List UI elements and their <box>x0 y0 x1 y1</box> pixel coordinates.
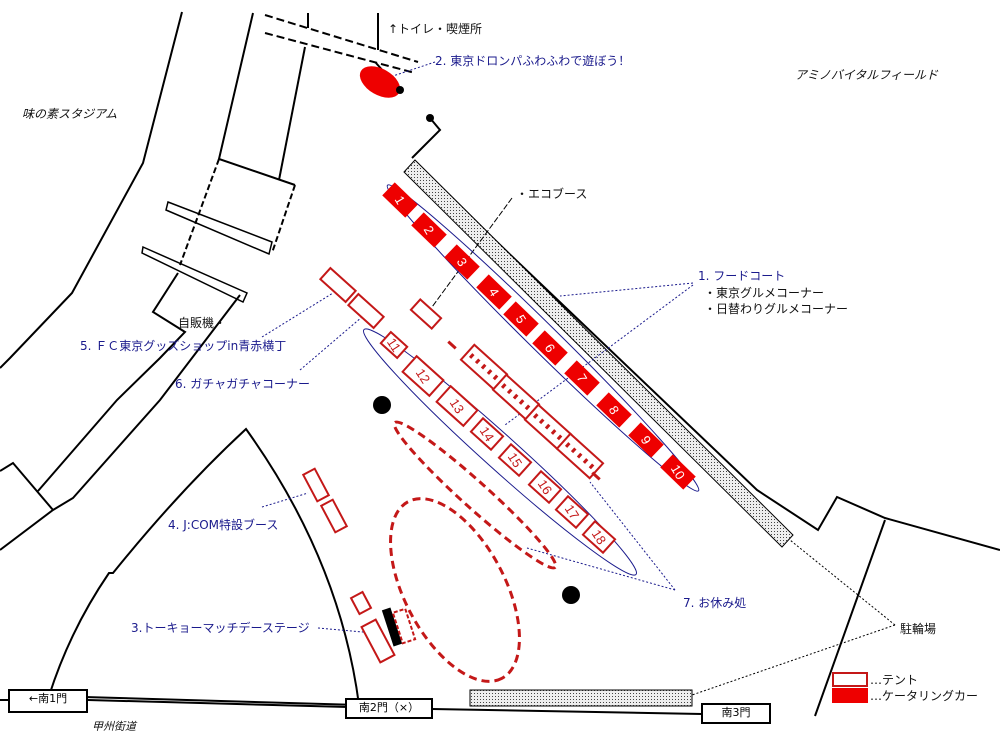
tent <box>319 498 349 534</box>
food-court-label: 1. フードコート <box>698 269 786 283</box>
tent-number: 17 <box>562 502 582 522</box>
tent-number: 18 <box>589 527 609 547</box>
pillar-marker <box>562 586 580 604</box>
gate-south2: 南2門（×） <box>345 698 433 719</box>
catering-car-number: 10 <box>668 462 688 482</box>
tent-marker <box>591 471 601 481</box>
pillar-marker <box>373 396 391 414</box>
catering-car: 6 <box>532 330 568 366</box>
fc-shop-label: 5. ＦＣ東京グッズショップin青赤横丁 <box>80 339 287 353</box>
legend-tent-label: …テント <box>870 673 919 687</box>
tent: 12 <box>401 354 445 398</box>
gate-south1: ←南1門 <box>8 689 88 713</box>
gacha-label: 6. ガチャガチャコーナー <box>175 377 311 391</box>
post-marker <box>396 86 404 94</box>
tent-number: 15 <box>505 450 525 470</box>
catering-car: 4 <box>476 274 512 310</box>
stipple-strip <box>403 159 794 548</box>
post-marker <box>426 114 434 122</box>
tent <box>346 292 386 330</box>
legend-catering-swatch <box>832 688 868 703</box>
rest-area-outline <box>389 497 521 683</box>
road-label: 甲州街道 <box>92 720 136 733</box>
catering-car: 3 <box>444 244 480 280</box>
tent-number: 12 <box>413 366 433 386</box>
black-leader-lines <box>431 197 896 696</box>
tent <box>409 298 443 330</box>
tent <box>555 432 605 480</box>
tent: 16 <box>527 469 563 505</box>
food-court-sub2: ・日替わりグルメコーナー <box>704 302 849 316</box>
field-label: アミノバイタルフィールド <box>795 68 939 82</box>
tent-number: 14 <box>477 424 497 444</box>
tent <box>301 467 331 503</box>
catering-car: 2 <box>411 212 447 248</box>
catering-car: 5 <box>503 301 539 337</box>
legend-tent-swatch <box>832 672 868 687</box>
tent: 15 <box>497 442 533 478</box>
tent <box>360 618 396 664</box>
stadium-label: 味の素スタジアム <box>22 107 118 121</box>
eco-booth-label: ・エコブース <box>516 187 588 201</box>
tent-number: 16 <box>535 477 555 497</box>
tent: 11 <box>379 330 409 360</box>
catering-car: 8 <box>596 392 632 428</box>
catering-car: 10 <box>660 454 696 490</box>
jcom-label: 4. J:COM特設ブース <box>168 518 279 532</box>
catering-car: 7 <box>564 360 600 396</box>
building-outlines <box>0 11 1000 717</box>
tent: 13 <box>435 384 479 428</box>
bicycle-parking-label: 駐輪場 <box>900 622 937 636</box>
tent <box>318 266 358 304</box>
catering-car: 1 <box>382 182 418 218</box>
stage-tent <box>391 607 417 645</box>
bike-parking-area <box>469 689 693 707</box>
stage-label: 3.トーキョーマッチデーステージ <box>131 621 310 635</box>
doronpa-label: 2. 東京ドロンパふわふわで遊ぼう！ <box>435 54 631 68</box>
doronpa-balloon <box>359 66 401 98</box>
catering-car: 9 <box>628 422 664 458</box>
toilet-label: ↑トイレ・喫煙所 <box>388 22 483 36</box>
vending-label: 自販機・ <box>178 316 227 330</box>
tent <box>349 590 373 616</box>
rest-area-label: 7. お休み処 <box>683 596 747 610</box>
tent: 14 <box>469 416 505 452</box>
tent-marker <box>447 340 457 350</box>
food-court-area <box>386 184 700 492</box>
food-court-sub1: ・東京グルメコーナー <box>704 286 825 300</box>
gate-south3: 南3門 <box>701 703 771 724</box>
rest-area-outline <box>392 420 558 570</box>
tent-number: 13 <box>447 396 467 416</box>
legend-catering-label: …ケータリングカー <box>870 689 979 703</box>
tent-row-area <box>363 328 637 576</box>
tent: 18 <box>581 519 617 555</box>
stage <box>381 607 403 647</box>
tent: 17 <box>554 494 590 530</box>
